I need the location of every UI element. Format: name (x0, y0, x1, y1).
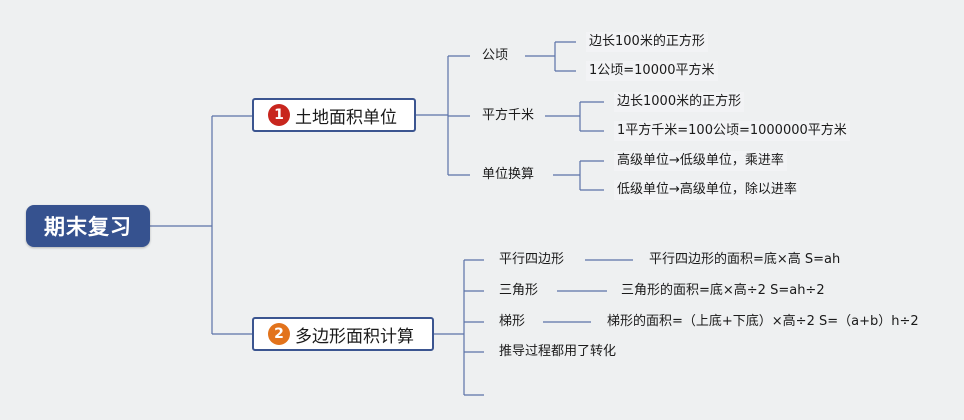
leaf-hectare-definition[interactable]: 边长100米的正方形 (586, 32, 708, 52)
branch-number-badge: 2 (268, 323, 290, 345)
node-hectare[interactable]: 公顷 (482, 46, 508, 66)
branch-polygon-area[interactable]: 2 多边形面积计算 (252, 317, 434, 351)
leaf-triangle-formula[interactable]: 三角形的面积=底×高÷2 S=ah÷2 (621, 281, 825, 301)
node-label: 平行四边形 (499, 252, 565, 267)
root-node[interactable]: 期末复习 (26, 205, 150, 247)
leaf-sqkm-conversion[interactable]: 1平方千米=100公顷=1000000平方米 (614, 121, 850, 141)
root-label: 期末复习 (44, 215, 132, 239)
leaf-text: 1公顷=10000平方米 (589, 63, 715, 78)
node-square-kilometer[interactable]: 平方千米 (482, 106, 534, 126)
node-triangle[interactable]: 三角形 (499, 281, 538, 301)
branch-label: 多边形面积计算 (295, 326, 414, 347)
leaf-trapezoid-formula[interactable]: 梯形的面积=（上底+下底）×高÷2 S=（a+b）h÷2 (607, 312, 919, 332)
leaf-text: 边长1000米的正方形 (617, 94, 742, 109)
leaf-low-to-high[interactable]: 低级单位→高级单位，除以进率 (614, 180, 800, 200)
node-parallelogram[interactable]: 平行四边形 (499, 250, 564, 270)
node-derivation-note[interactable]: 推导过程都用了转化 (499, 342, 616, 362)
leaf-text: 高级单位→低级单位，乘进率 (617, 153, 784, 168)
leaf-sqkm-definition[interactable]: 边长1000米的正方形 (614, 92, 745, 112)
node-label: 三角形 (499, 283, 539, 298)
node-label: 单位换算 (482, 167, 535, 182)
branch-land-area-units[interactable]: 1 土地面积单位 (252, 98, 416, 132)
node-label: 公顷 (482, 48, 509, 63)
leaf-text: 三角形的面积=底×高÷2 S=ah÷2 (621, 283, 825, 298)
leaf-parallelogram-formula[interactable]: 平行四边形的面积=底×高 S=ah (649, 250, 840, 270)
leaf-text: 平行四边形的面积=底×高 S=ah (649, 252, 841, 267)
node-label: 平方千米 (482, 108, 535, 123)
leaf-high-to-low[interactable]: 高级单位→低级单位，乘进率 (614, 151, 787, 171)
leaf-hectare-conversion[interactable]: 1公顷=10000平方米 (586, 61, 718, 81)
node-trapezoid[interactable]: 梯形 (499, 312, 525, 332)
leaf-text: 梯形的面积=（上底+下底）×高÷2 S=（a+b）h÷2 (607, 314, 919, 329)
branch-number-badge: 1 (268, 104, 290, 126)
node-label: 推导过程都用了转化 (499, 344, 617, 359)
leaf-text: 1平方千米=100公顷=1000000平方米 (617, 123, 847, 138)
leaf-text: 边长100米的正方形 (589, 34, 705, 49)
leaf-text: 低级单位→高级单位，除以进率 (617, 182, 797, 197)
node-label: 梯形 (499, 314, 526, 329)
node-unit-conversion[interactable]: 单位换算 (482, 165, 534, 185)
branch-label: 土地面积单位 (295, 107, 397, 128)
